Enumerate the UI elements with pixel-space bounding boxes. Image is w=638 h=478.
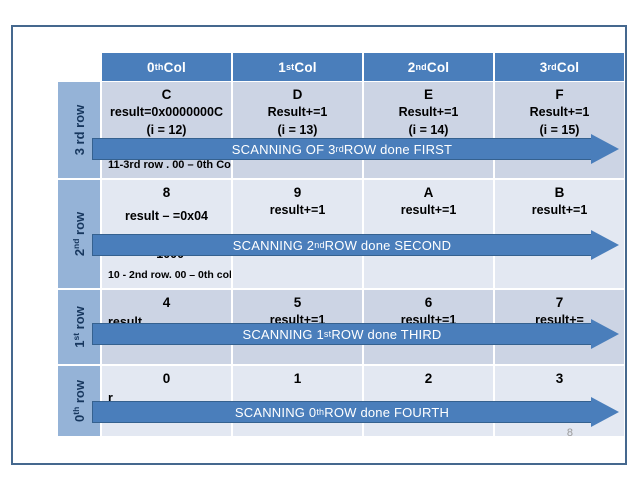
arrow-head-icon-1st	[591, 319, 619, 349]
cell-2nd-col0-line2: result – =0x04	[124, 209, 209, 224]
row-label-1st-pre: 1	[72, 340, 88, 348]
scan-arrow-2nd-sup: nd	[314, 240, 325, 250]
column-header-0-label: 0	[147, 59, 155, 75]
cell-3rd-col2-line3: (i = 14)	[408, 122, 449, 137]
column-header-1-label: 1	[278, 59, 286, 75]
row-label-0th-pre: 0	[72, 414, 88, 422]
cell-3rd-col1[interactable]: D Result+=1 (i = 13)	[233, 82, 364, 180]
cell-3rd-col3-hexid: F	[555, 87, 564, 102]
row-label-2nd-pre: 2	[72, 248, 88, 257]
cell-3rd-col1-line3: (i = 13)	[277, 122, 318, 137]
row-label-3rd-row-text: 3 rd row	[71, 105, 87, 156]
row-label-2nd-sup: nd	[70, 238, 81, 249]
arrow-head-icon-3rd	[591, 134, 619, 164]
cell-3rd-col3-line2: Result+=1	[529, 105, 590, 120]
cell-2nd-col0-hexid: 8	[162, 185, 171, 200]
cell-0th-col2-hexid: 2	[424, 371, 433, 386]
cell-3rd-col2[interactable]: E Result+=1 (i = 14)	[364, 82, 495, 180]
scan-arrow-1st-sup: st	[323, 329, 332, 339]
cell-3rd-col0[interactable]: C result=0x0000000C (i = 12) 11-3rd row …	[102, 82, 233, 180]
cell-1st-col3-hexid: 7	[555, 295, 564, 310]
column-header-1-sup: st	[285, 62, 295, 72]
table-row-1st: 1st row 4 result 5 result+=1 6 result+=1…	[58, 290, 624, 366]
column-header-2-sup: nd	[415, 62, 427, 72]
cell-3rd-col1-hexid: D	[292, 87, 303, 102]
column-header-0-sup: th	[154, 62, 164, 72]
scan-arrow-0th-post: ROW done FOURTH	[324, 404, 450, 420]
column-header-0-suffix: Col	[163, 59, 186, 75]
cell-2nd-col0-footer: 10 - 2nd row. 00 – 0th col	[108, 269, 232, 282]
cell-3rd-col0-line2: result=0x0000000C	[110, 105, 223, 120]
cell-1st-col1-hexid: 5	[293, 295, 302, 310]
column-header-3-suffix: Col	[556, 59, 580, 75]
cell-3rd-col3-line3: (i = 15)	[539, 122, 580, 137]
column-header-2-label: 2	[407, 59, 416, 75]
row-label-1st-row-text: 1st row	[71, 306, 87, 348]
cell-3rd-col0-footer: 11-3rd row . 00 – 0th Col	[108, 159, 233, 172]
scan-arrow-1st-post: ROW done THIRD	[331, 326, 442, 342]
row-label-0th-post: row	[72, 380, 88, 407]
cell-3rd-col2-line2: Result+=1	[398, 105, 459, 120]
row-label-3rd-pre: 3 rd	[72, 131, 88, 156]
cell-2nd-col2-hexid: A	[423, 185, 434, 200]
scan-arrow-0th-pre: SCANNING 0	[234, 404, 317, 420]
scan-arrow-1st-pre: SCANNING 1	[242, 326, 324, 342]
arrow-head-icon-2nd	[591, 230, 619, 260]
scan-arrow-2nd-pre: SCANNING 2	[232, 237, 315, 253]
cell-1st-col0-hexid: 4	[162, 295, 171, 310]
row-2nd-cells: 8 result – =0x04 =1000 10 - 2nd row. 00 …	[102, 180, 624, 290]
cell-2nd-col2-line2: result+=1	[400, 203, 457, 218]
table-row-3rd: 3 rd row C result=0x0000000C (i = 12) 11…	[58, 82, 624, 180]
scan-arrow-3rd-post: ROW done FIRST	[343, 141, 453, 157]
cell-3rd-col3[interactable]: F Result+=1 (i = 15)	[495, 82, 624, 180]
cell-3rd-col0-hexid: C	[161, 87, 172, 102]
cell-2nd-col3-hexid: B	[554, 185, 565, 200]
cell-3rd-col1-line2: Result+=1	[267, 105, 328, 120]
cell-2nd-col3-line2: result+=1	[531, 203, 588, 218]
cell-0th-col1-hexid: 1	[293, 371, 302, 386]
cell-2nd-col1-line2: result+=1	[269, 203, 326, 218]
row-label-0th-row-text: 0th row	[71, 380, 87, 422]
row-label-0th-sup: th	[70, 406, 81, 415]
scan-arrow-3rd-pre: SCANNING OF 3	[231, 141, 336, 157]
row-label-3rd-row: 3 rd row	[58, 82, 102, 180]
scan-arrow-2nd-post: ROW done SECOND	[324, 237, 452, 253]
page-number: 8	[566, 427, 573, 439]
arrow-head-icon-0th	[591, 397, 619, 427]
row-label-2nd-row-text: 2nd row	[71, 212, 87, 256]
cell-1st-col2-hexid: 6	[424, 295, 433, 310]
row-3rd-cells: C result=0x0000000C (i = 12) 11-3rd row …	[102, 82, 624, 180]
cell-0th-col3-hexid: 3	[555, 371, 564, 386]
cell-0th-col0-hexid: 0	[162, 371, 171, 386]
cell-2nd-col1-hexid: 9	[293, 185, 302, 200]
scan-arrow-0th-sup: th	[316, 407, 325, 417]
scan-arrow-3rd-sup: rd	[335, 144, 344, 154]
cell-3rd-col0-line3: (i = 12)	[146, 122, 187, 137]
cell-0th-col0-line2: r	[108, 391, 113, 405]
column-header-3-sup: rd	[547, 62, 557, 72]
cell-3rd-col2-hexid: E	[423, 87, 433, 102]
column-header-3-label: 3	[539, 59, 548, 75]
row-label-1st-post: row	[72, 306, 88, 333]
column-header-1-suffix: Col	[294, 59, 317, 75]
row-label-1st-sup: st	[70, 332, 81, 341]
column-header-2-suffix: Col	[426, 59, 450, 75]
row-label-3rd-post: row	[72, 104, 88, 132]
table-row-2nd: 2nd row 8 result – =0x04 =1000 10 - 2nd …	[58, 180, 624, 290]
row-label-2nd-post: row	[72, 211, 88, 239]
